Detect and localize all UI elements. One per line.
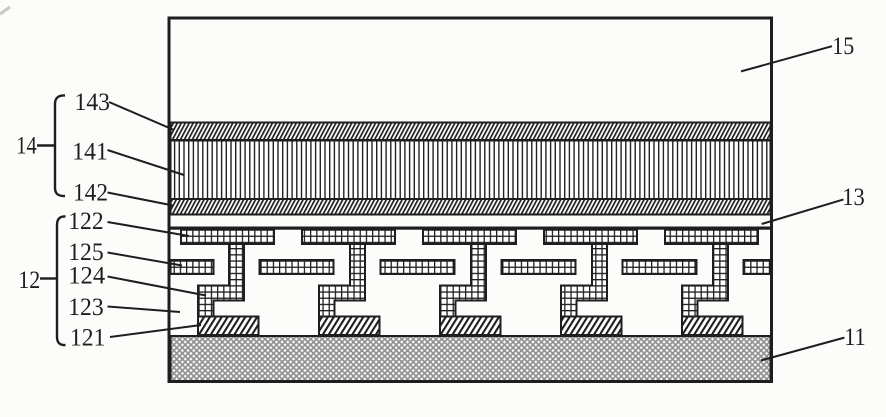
- svg-text:11: 11: [844, 324, 866, 351]
- svg-text:124: 124: [68, 263, 105, 290]
- svg-text:141: 141: [72, 139, 108, 166]
- svg-text:125: 125: [68, 239, 104, 266]
- svg-text:13: 13: [842, 184, 865, 211]
- svg-text:15: 15: [832, 33, 854, 60]
- svg-text:14: 14: [16, 133, 37, 160]
- svg-text:122: 122: [68, 208, 104, 235]
- svg-text:142: 142: [73, 180, 108, 207]
- svg-text:12: 12: [18, 267, 40, 294]
- svg-text:123: 123: [68, 294, 104, 321]
- svg-text:143: 143: [75, 89, 111, 116]
- svg-text:121: 121: [70, 325, 106, 352]
